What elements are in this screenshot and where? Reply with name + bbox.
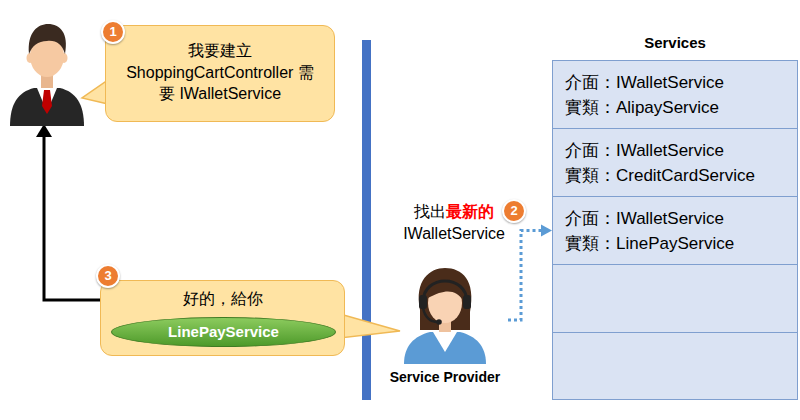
emphasis-text: 最新的 [446,203,494,220]
speech-bubble: 好的，給你 LinePayService [100,280,345,356]
divider-bar [362,40,371,400]
bubble-tail [340,314,400,338]
callout-number: 3 [96,264,120,288]
dotted-connector [508,231,543,321]
callout-number: 2 [502,199,526,223]
service-provider-icon [404,268,486,364]
service-row-text: 介面：IWalletService [553,129,797,163]
service-pill: LinePayService [111,317,336,347]
services-table-text: Services [552,28,798,60]
businessman-icon [10,24,84,126]
service-row-text: 介面：IWalletService [553,197,797,231]
service-provider: Service Provider [382,268,508,390]
headset-band [423,281,467,302]
service-row-text: 實類：AlipayService [553,95,797,120]
empty-row [553,333,798,400]
tie [42,90,52,114]
find-caption: 找出最新的 IWalletService [393,201,515,245]
hair [29,24,66,54]
connector [508,225,552,321]
caption-text: 找出 [414,203,446,220]
find-caption-line: 找出最新的 [393,201,515,223]
speech-bubble: 我要建立 ShoppingCartController 需要 IWalletSe… [105,25,335,122]
speech-bubble-text: 好的，給你 [101,281,344,309]
microphone-tip [436,319,442,325]
caption-text: IWalletService [403,225,505,242]
earpiece [463,295,471,309]
service-row: 介面：IWalletService實類：AlipayService [552,60,798,129]
service-row: 介面：IWalletService實類：CreditCardService [552,128,798,197]
callout-number: 1 [101,20,125,44]
services-table: Services介面：IWalletService實類：AlipayServic… [552,28,798,400]
service-row: 介面：IWalletService實類：LinePayService [552,196,798,265]
service-provider-text: Service Provider [382,368,508,386]
find-caption-line: IWalletService [393,223,515,245]
earpiece [419,295,427,309]
collar [433,332,457,352]
service-row-text: 介面：IWalletService [553,61,797,95]
return-arrow [44,136,100,300]
blouse [404,332,486,364]
empty-row [553,265,798,333]
service-pill-text: LinePayService [112,318,335,346]
service-row-text: 實類：CreditCardService [553,163,797,188]
microphone [423,308,438,322]
speech-bubble-text: 我要建立 ShoppingCartController 需要 IWalletSe… [106,26,334,105]
service-row-text: 實類：LinePayService [553,231,797,256]
arrow-head [541,225,552,237]
hair [419,268,472,330]
suit [10,88,84,126]
